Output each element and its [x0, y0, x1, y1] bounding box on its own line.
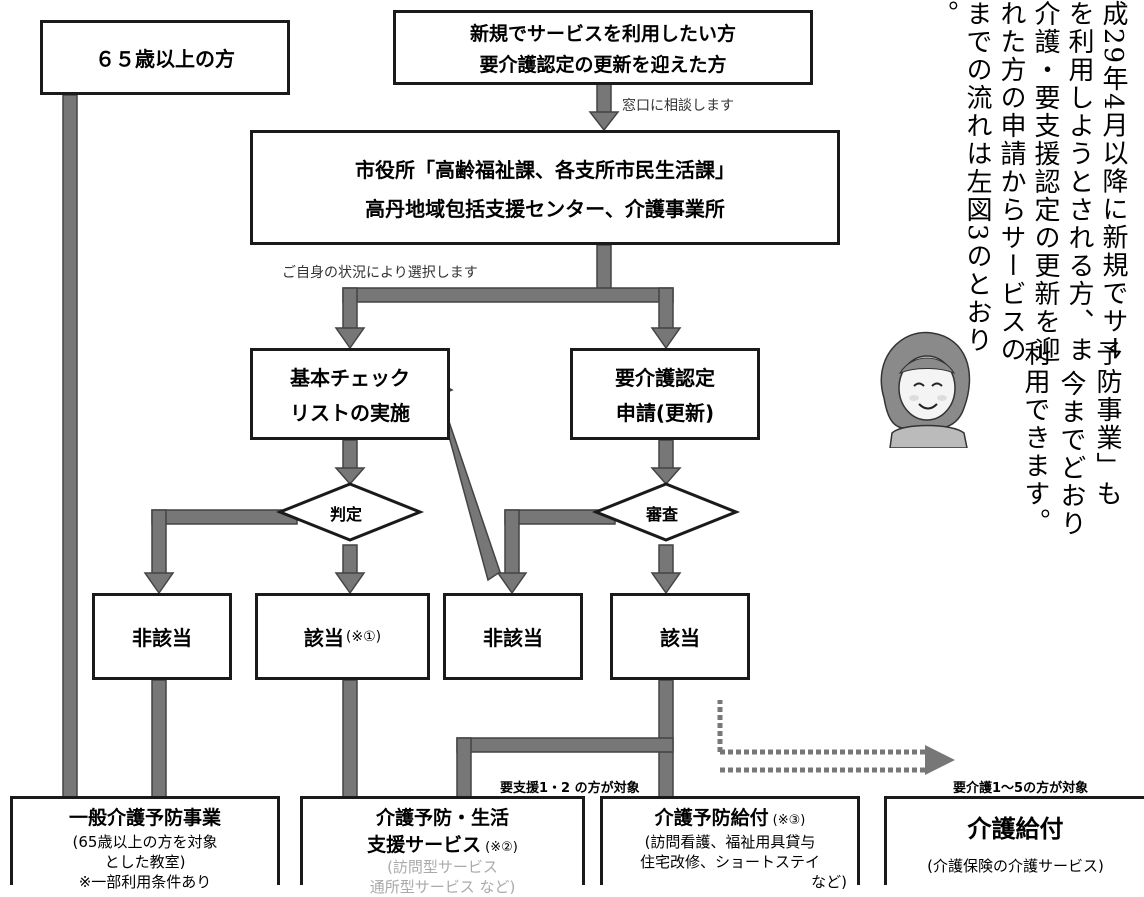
benefit-desc-line3: など) — [811, 873, 847, 891]
check-list-box: 基本チェック リストの実施 — [250, 348, 450, 440]
hantei-label: 判定 — [330, 505, 363, 524]
applicable-left-box: 該当 (※①) — [255, 593, 430, 680]
prevention-title-line2: 支援サービス — [367, 834, 482, 856]
benefit-note: (※③) — [772, 813, 806, 828]
woman-illustration — [880, 331, 971, 448]
applicable-left-label: 該当 — [303, 626, 344, 650]
prevention-note: (※②) — [485, 840, 518, 855]
age65-label: ６５歳以上の方 — [95, 47, 235, 71]
body-text-col6: 。 — [928, 0, 958, 28]
age65-box: ６５歳以上の方 — [40, 20, 290, 95]
applicable-right-label: 該当 — [660, 626, 700, 650]
care-prevention-benefit-box: 介護予防給付 (※③) (訪問看護、福祉用具貸与 住宅改修、ショートステイ など… — [600, 796, 860, 891]
not-applicable-mid-label: 非該当 — [483, 626, 543, 650]
city-office-line1: 市役所「高齢福祉課、各支所市民生活課」 — [355, 157, 735, 182]
prevention-desc-line1: (訪問型サービス — [387, 858, 498, 876]
check-list-line1: 基本チェック — [290, 366, 410, 390]
benefit-desc-line2: 住宅改修、ショートステイ — [639, 853, 820, 871]
benefit-desc-line1: (訪問看護、福祉用具貸与 — [644, 833, 816, 851]
side-text-col1: 予防事業」も — [1092, 340, 1122, 508]
new-service-line2: 要介護認定の更新を迎えた方 — [479, 53, 727, 76]
support12-label: 要支援1・2 の方が対象 — [500, 781, 640, 796]
general-prevention-box: 一般介護予防事業 (65歳以上の方を対象 とした教室) ※一部利用条件あり — [10, 796, 280, 891]
care-cert-line1: 要介護認定 — [615, 366, 715, 390]
general-desc-line1: (65歳以上の方を対象 — [72, 833, 218, 851]
consult-note: 窓口に相談します — [622, 98, 734, 114]
side-text-col2: 今までどおり — [1056, 370, 1086, 538]
body-text-col1: 成29年4月以降に新規でサー — [1098, 0, 1128, 364]
not-applicable-mid-box: 非該当 — [443, 593, 583, 680]
new-service-box: 新規でサービスを利用したい方 要介護認定の更新を迎えた方 — [393, 10, 813, 85]
care-cert-line2: 申請(更新) — [615, 401, 715, 425]
shinsa-label: 審査 — [646, 505, 679, 524]
not-applicable-left-box: 非該当 — [92, 593, 232, 680]
city-office-box: 市役所「高齢福祉課、各支所市民生活課」 高丹地域包括支援センター、介護事業所 — [250, 130, 840, 245]
care-certification-box: 要介護認定 申請(更新) — [570, 348, 760, 440]
prevention-title-line1: 介護予防・生活 — [375, 807, 509, 829]
care-benefit-title: 介護給付 — [967, 815, 1064, 843]
side-text-col3: 利用できます。 — [1020, 340, 1050, 536]
applicable-left-note: (※①) — [345, 628, 382, 645]
check-list-line2: リストの実施 — [290, 401, 410, 425]
care15-label: 要介護1～5の方が対象 — [953, 781, 1089, 796]
choose-note: ご自身の状況により選択します — [282, 265, 478, 281]
body-text-col3: 介護・要支援認定の更新を迎 — [1030, 0, 1060, 364]
body-text-col4: れた方の申請からサービスの — [996, 0, 1026, 364]
body-text-col5: までの流れは左図3のとおり — [962, 0, 992, 355]
general-desc-line3: ※一部利用条件あり — [78, 873, 212, 891]
general-prevention-title: 一般介護予防事業 — [68, 807, 221, 829]
general-desc-line2: とした教室) — [104, 853, 186, 871]
prevention-service-box: 介護予防・生活 支援サービス (※②) (訪問型サービス 通所型サービス など) — [300, 796, 585, 896]
body-text-col2: を利用しようとされる方、ま — [1064, 0, 1094, 364]
benefit-title: 介護予防給付 — [654, 807, 769, 829]
applicable-right-box: 該当 — [610, 593, 750, 680]
care-benefit-desc: (介護保険の介護サービス) — [927, 857, 1104, 875]
prevention-desc-line2: 通所型サービス など) — [369, 878, 516, 896]
city-office-line2: 高丹地域包括支援センター、介護事業所 — [365, 196, 725, 221]
not-applicable-left-label: 非該当 — [132, 626, 192, 650]
care-benefit-box: 介護給付 (介護保険の介護サービス) — [884, 796, 1144, 885]
new-service-line1: 新規でサービスを利用したい方 — [469, 22, 736, 45]
